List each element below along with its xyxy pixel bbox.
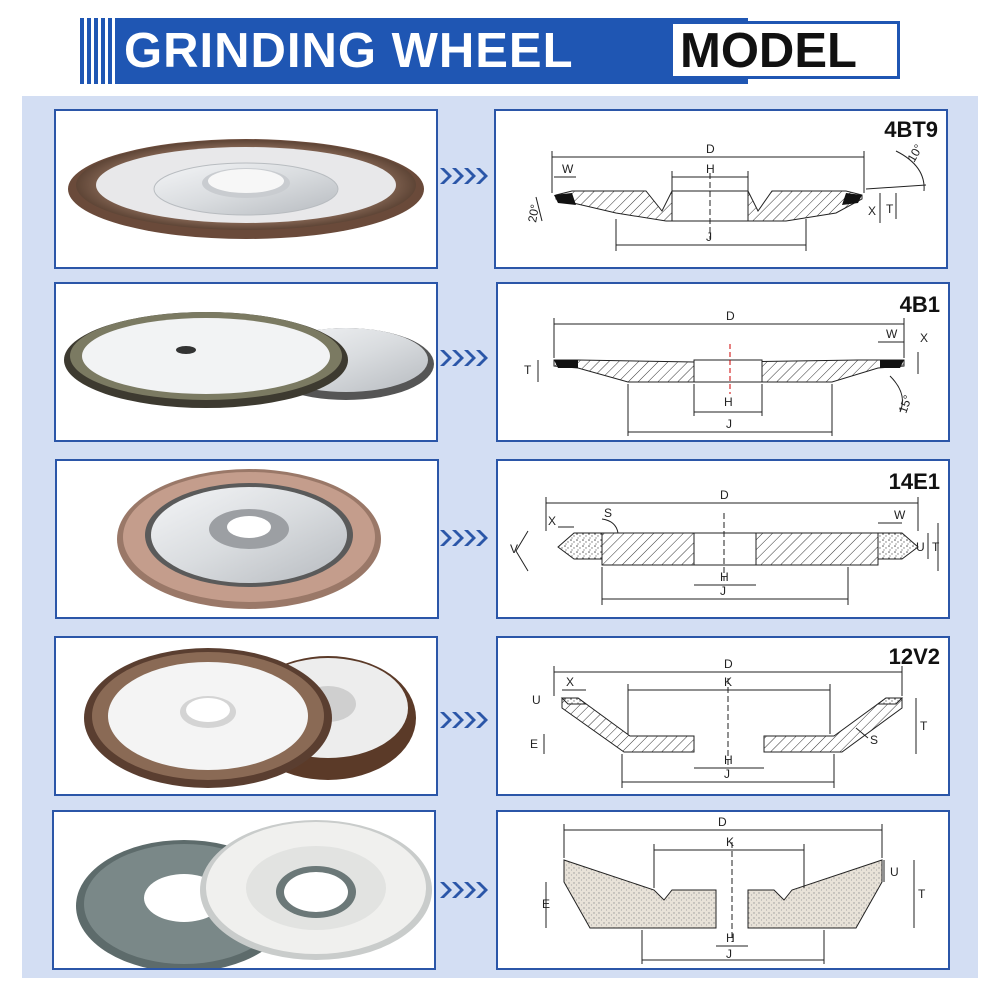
dim-d: D bbox=[718, 815, 727, 829]
dim-x: X bbox=[920, 331, 928, 345]
dim-t: T bbox=[918, 887, 926, 901]
dim-j: J bbox=[726, 417, 732, 431]
model-label-12v2: 12V2 bbox=[888, 644, 940, 669]
diagram-4b1: D W X T H J 15° 4B1 bbox=[496, 282, 950, 442]
dim-w: W bbox=[562, 162, 574, 176]
diagram-4bt9: D W H 10° 20° X T J 4BT9 bbox=[494, 109, 948, 269]
dim-angle-10: 10° bbox=[904, 142, 925, 165]
dim-t: T bbox=[524, 363, 532, 377]
wheel-photo-4b1 bbox=[54, 282, 438, 442]
dim-h: H bbox=[724, 395, 733, 409]
dim-k: K bbox=[726, 835, 734, 849]
dim-j: J bbox=[724, 767, 730, 781]
wheel-image-14e1 bbox=[117, 469, 381, 609]
wheel-photo-12v2 bbox=[54, 636, 438, 796]
page-header: GRINDING WHEEL MODEL bbox=[80, 18, 906, 84]
dim-s: S bbox=[604, 506, 612, 520]
wheel-photo-5 bbox=[52, 810, 436, 970]
header-stripes bbox=[80, 18, 118, 84]
diagram-5: D K U T E H J bbox=[496, 810, 950, 970]
dim-d: D bbox=[720, 488, 729, 502]
dim-k: K bbox=[724, 675, 732, 689]
arrow-icon-row3 bbox=[440, 530, 488, 546]
diagram-12v2: D K X U T E S H J 12V2 bbox=[496, 636, 950, 796]
arrow-icon-row2 bbox=[440, 350, 488, 366]
dim-j: J bbox=[720, 584, 726, 598]
dim-x: X bbox=[548, 514, 556, 528]
dim-u: U bbox=[916, 540, 925, 554]
model-label-4b1: 4B1 bbox=[899, 292, 940, 317]
wheel-image-4bt9 bbox=[68, 139, 424, 239]
dim-j: J bbox=[726, 947, 732, 961]
header-title-part2: MODEL bbox=[680, 24, 857, 78]
dim-w: W bbox=[894, 508, 906, 522]
wheel-image-4b1 bbox=[64, 312, 434, 408]
header-blue-band bbox=[118, 18, 748, 84]
dim-h: H bbox=[706, 162, 715, 176]
dim-t: T bbox=[932, 540, 940, 554]
dim-w: W bbox=[886, 327, 898, 341]
dim-x: X bbox=[868, 204, 876, 218]
dim-angle-15: 15° bbox=[896, 393, 915, 415]
wheel-image-5 bbox=[76, 820, 432, 968]
dim-v: V bbox=[510, 542, 518, 556]
dim-t: T bbox=[920, 719, 928, 733]
arrow-icon-row4 bbox=[440, 712, 488, 728]
dim-x: X bbox=[566, 675, 574, 689]
dim-d: D bbox=[726, 309, 735, 323]
header-title-part1: GRINDING WHEEL bbox=[124, 24, 574, 78]
dim-t: T bbox=[886, 202, 894, 216]
wheel-photo-4bt9 bbox=[54, 109, 438, 269]
model-label-4bt9: 4BT9 bbox=[884, 117, 938, 142]
model-label-14e1: 14E1 bbox=[888, 469, 940, 494]
dim-u: U bbox=[890, 865, 899, 879]
dim-e: E bbox=[530, 737, 538, 751]
wheel-photo-14e1 bbox=[55, 459, 439, 619]
dim-h: H bbox=[726, 931, 735, 945]
dim-e: E bbox=[542, 897, 550, 911]
dim-u: U bbox=[532, 693, 541, 707]
header-model-box bbox=[670, 21, 900, 79]
dim-h: H bbox=[720, 570, 729, 584]
dim-j: J bbox=[706, 230, 712, 244]
dim-angle-20: 20° bbox=[525, 203, 542, 223]
diagram-14e1: D X S W V U T H J 14E1 bbox=[496, 459, 950, 619]
dim-s: S bbox=[870, 733, 878, 747]
arrow-icon-row5 bbox=[440, 882, 488, 898]
dim-d: D bbox=[724, 657, 733, 671]
dim-h: H bbox=[724, 753, 733, 767]
wheel-image-12v2 bbox=[84, 648, 416, 788]
dim-d: D bbox=[706, 142, 715, 156]
arrow-icon-row1 bbox=[440, 168, 488, 184]
